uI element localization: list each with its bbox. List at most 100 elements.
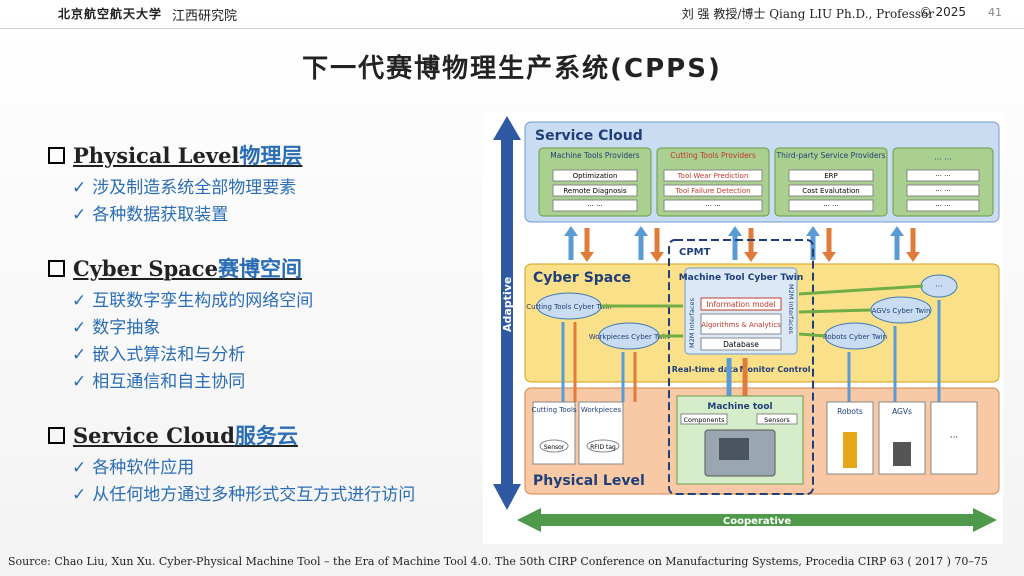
cpmt-label: CPMT [679, 247, 711, 258]
square-bullet-icon [48, 426, 65, 444]
svg-text:Tool Failure Detection: Tool Failure Detection [674, 187, 750, 195]
realtime-data-label: Real-time data [672, 365, 739, 374]
svg-text:···: ··· [935, 282, 943, 291]
check-icon: ✓ [72, 178, 87, 198]
cyber-space-label: Cyber Space [533, 270, 631, 286]
bullet-item: ✓数字抽象 [72, 313, 488, 338]
svg-text:Components: Components [683, 416, 725, 424]
check-icon: ✓ [72, 318, 87, 338]
more-physical-box [930, 401, 978, 475]
adaptive-arrow [493, 116, 521, 510]
svg-text:··· ···: ··· ··· [705, 202, 721, 210]
square-bullet-icon [48, 259, 65, 277]
section-en: Physical Level [73, 142, 240, 168]
svg-text:Workpieces Cyber Twin: Workpieces Cyber Twin [589, 333, 670, 341]
cooperative-arrow [517, 508, 997, 532]
svg-text:··· ···: ··· ··· [823, 202, 839, 210]
bullet-text: 各种软件应用 [92, 458, 195, 478]
square-bullet-icon [48, 146, 65, 164]
bullet-text: 数字抽象 [92, 318, 161, 338]
section-zh: 赛博空间 [217, 256, 302, 281]
svg-text:Machine Tool Cyber Twin: Machine Tool Cyber Twin [679, 273, 804, 283]
svg-text:AGVs Cyber Twin: AGVs Cyber Twin [872, 307, 931, 315]
svg-text:Cost Evalutation: Cost Evalutation [802, 187, 859, 195]
institute-name: 江西研究院 [172, 9, 238, 24]
cpps-diagram: Adaptive Service Cloud Machine Tools Pro… [483, 112, 1003, 544]
check-icon: ✓ [72, 291, 87, 311]
svg-text:··· ···: ··· ··· [587, 202, 603, 210]
svg-text:Cutting Tools Cyber Twin: Cutting Tools Cyber Twin [526, 303, 611, 311]
bullet-item: ✓各种数据获取装置 [72, 200, 488, 225]
bullet-text: 各种数据获取装置 [92, 205, 229, 225]
svg-text:··· ···: ··· ··· [935, 187, 951, 195]
svg-text:Machine Tools Providers: Machine Tools Providers [550, 151, 640, 160]
section-zh: 服务云 [234, 423, 298, 448]
m2m-right-label: M2M Interfaces [787, 284, 795, 335]
copyright: © 2025 [919, 5, 966, 19]
bullet-item: ✓各种软件应用 [72, 453, 488, 478]
svg-text:Sensor: Sensor [544, 444, 565, 451]
slide-title: 下一代赛博物理生产系统(CPPS) [302, 54, 722, 84]
svg-text:Remote Diagnosis: Remote Diagnosis [563, 187, 627, 195]
workpieces-box [578, 401, 624, 465]
svg-text:Information model: Information model [706, 300, 775, 309]
svg-text:··· ···: ··· ··· [934, 155, 952, 164]
check-icon: ✓ [72, 485, 87, 505]
cpmt-box [668, 239, 814, 495]
bullet-item: ✓相互通信和自主协同 [72, 367, 488, 392]
svg-text:Robots: Robots [837, 407, 863, 416]
service-cloud-label: Service Cloud [535, 128, 643, 144]
bullet-text: 从任何地方通过多种形式交互方式进行访问 [92, 485, 416, 505]
header-divider [0, 28, 1024, 29]
source-citation: Source: Chao Liu, Xun Xu. Cyber-Physical… [8, 555, 988, 568]
svg-text:Optimization: Optimization [573, 172, 618, 180]
bullet-item: ✓从任何地方通过多种形式交互方式进行访问 [72, 480, 488, 505]
svg-text:Cutting Tools Providers: Cutting Tools Providers [670, 151, 756, 160]
author-name: 刘 强 教授/博士 Qiang LIU Ph.D., Professor [681, 7, 934, 21]
svg-text:··· ···: ··· ··· [935, 172, 951, 180]
page-number: 41 [988, 6, 1002, 19]
check-icon: ✓ [72, 458, 87, 478]
provider-box: Machine Tools Providers Optimization Rem… [538, 147, 652, 217]
physical-level-label: Physical Level [533, 473, 645, 489]
svg-text:Third-party Service Providers: Third-party Service Providers [776, 151, 886, 160]
adaptive-label: Adaptive [501, 277, 514, 332]
svg-text:Algorithms & Analytics: Algorithms & Analytics [701, 321, 781, 329]
cooperative-label: Cooperative [723, 516, 791, 527]
svg-text:Sensors: Sensors [764, 416, 790, 424]
section-en: Cyber Space [73, 255, 218, 281]
svg-text:RFID tag: RFID tag [590, 444, 616, 451]
bullet-item: ✓互联数字孪生构成的网络空间 [72, 286, 488, 311]
bullet-text: 互联数字孪生构成的网络空间 [92, 291, 314, 311]
svg-text:Database: Database [723, 340, 759, 349]
bullet-text: 嵌入式算法和与分析 [92, 345, 246, 365]
m2m-left-label: M2M Interfaces [688, 297, 696, 348]
svg-text:ERP: ERP [824, 172, 838, 180]
provider-box: ··· ··· ··· ··· ··· ··· ··· ··· [892, 147, 994, 217]
svg-text:Machine tool: Machine tool [707, 402, 772, 412]
bullet-text: 相互通信和自主协同 [92, 372, 246, 392]
cutting-tools-box [532, 401, 576, 465]
monitor-control-label: Monitor Control [739, 365, 810, 374]
slide-header: 北京航空航天大学 江西研究院 刘 强 教授/博士 Qiang LIU Ph.D.… [0, 0, 1024, 26]
provider-box: Third-party Service Providers ERP Cost E… [774, 147, 888, 217]
check-icon: ✓ [72, 205, 87, 225]
provider-box: Cutting Tools Providers Tool Wear Predic… [656, 147, 770, 217]
twin-links [601, 284, 924, 338]
bullet-item: ✓涉及制造系统全部物理要素 [72, 173, 488, 198]
svg-text:···: ··· [950, 433, 959, 443]
section-zh: 物理层 [239, 143, 303, 168]
svg-text:AGVs: AGVs [892, 407, 912, 416]
svg-text:Workpieces: Workpieces [581, 406, 622, 414]
svg-text:Cutting Tools: Cutting Tools [531, 406, 576, 414]
bullet-item: ✓嵌入式算法和与分析 [72, 340, 488, 365]
svg-text:··· ···: ··· ··· [935, 202, 951, 210]
university-logo: 北京航空航天大学 [58, 7, 163, 21]
section-en: Service Cloud [73, 422, 235, 448]
svg-text:Tool Wear Prediction: Tool Wear Prediction [677, 172, 749, 180]
svg-text:Robots Cyber Twin: Robots Cyber Twin [823, 333, 887, 341]
